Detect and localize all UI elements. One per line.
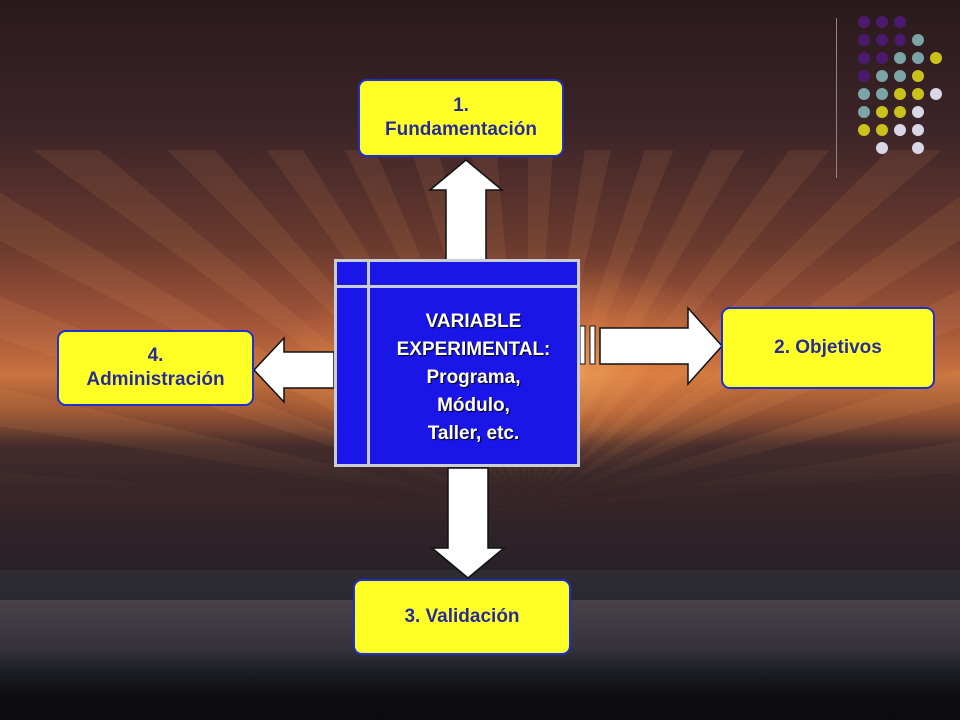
center-label: VARIABLE EXPERIMENTAL: Programa, Módulo,… [370,308,577,448]
decorative-dot [930,52,942,64]
node-administracion-label: Administración [86,369,225,390]
decorative-dot [876,70,888,82]
decorative-dot [858,106,870,118]
decorative-dot [894,106,906,118]
decorative-dot [894,16,906,28]
center-line-3: Programa, [426,367,521,388]
decorative-dot [858,16,870,28]
decorative-dot [912,52,924,64]
decorative-dot [930,88,942,100]
decorative-dot [912,106,924,118]
node-fundamentacion-label: Fundamentación [384,119,537,140]
node-objetivos: 2. Objetivos [721,307,935,389]
decorative-dot [858,52,870,64]
decorative-dot-grid [850,12,950,162]
decorative-dot [876,16,888,28]
decorative-dot [912,142,924,154]
decorative-dot [876,88,888,100]
node-validacion-label: 3. Validación [404,606,520,627]
shore-rocks [0,650,960,720]
node-validacion: 3. Validación [353,579,571,655]
center-line-5: Taller, etc. [427,423,520,444]
decorative-dot [912,88,924,100]
decorative-dot [876,52,888,64]
decorative-dot [912,70,924,82]
center-line-2: EXPERIMENTAL: [396,339,551,360]
table-horizontal-line [337,285,577,288]
decorative-dot [876,34,888,46]
node-objetivos-label: 2. Objetivos [774,337,882,358]
decorative-dot [912,34,924,46]
decorative-dot [894,88,906,100]
decorative-dot [894,34,906,46]
center-variable-box: VARIABLE EXPERIMENTAL: Programa, Módulo,… [334,259,580,467]
decorative-dot [876,106,888,118]
decorative-dot [894,70,906,82]
table-vertical-line [367,262,370,464]
center-line-1: VARIABLE [425,311,522,332]
arrow-down [429,450,507,579]
decorative-divider-line [836,18,837,178]
decorative-dot [894,124,906,136]
arrow-right [579,306,724,386]
decorative-dot [876,142,888,154]
decorative-dot [912,124,924,136]
arrow-up [427,159,505,276]
decorative-dot [858,124,870,136]
center-line-4: Módulo, [437,395,510,416]
decorative-dot [858,88,870,100]
node-administracion-number: 4. [147,345,164,366]
decorative-dot [858,34,870,46]
decorative-dot [858,70,870,82]
node-fundamentacion: 1. Fundamentación [358,79,564,157]
node-administracion: 4. Administración [57,330,254,406]
decorative-dot [894,52,906,64]
node-fundamentacion-number: 1. [453,95,469,116]
decorative-dot [876,124,888,136]
